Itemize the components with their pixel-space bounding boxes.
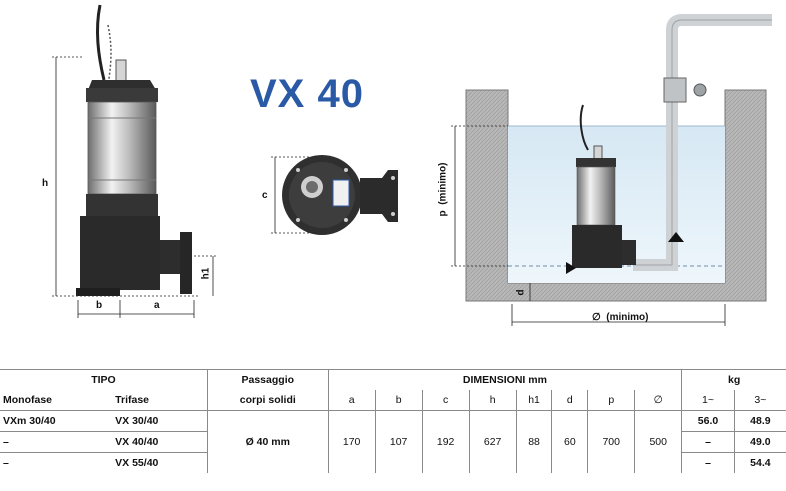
- dim-p-label: p (minimo): [437, 162, 449, 217]
- row-mono: –: [3, 436, 9, 448]
- col-h: h: [468, 390, 517, 411]
- monofase-header: Monofase: [3, 394, 53, 406]
- col-d: d: [551, 390, 588, 411]
- dim-p-value: 700: [587, 410, 635, 473]
- dim-diameter-value: 500: [634, 410, 682, 473]
- dim-d-label: d: [515, 289, 527, 296]
- dimensioni-header: DIMENSIONI mm: [327, 369, 682, 390]
- dim-b-label: b: [96, 300, 103, 311]
- col-c: c: [421, 390, 470, 411]
- installation-diagram: [451, 14, 772, 326]
- row-kg1: –: [681, 431, 735, 453]
- dim-c-value: 192: [421, 410, 470, 473]
- row-tri: VX 55/40: [115, 457, 159, 469]
- tipo-header: TIPO: [0, 369, 208, 390]
- row-tri: VX 30/40: [115, 415, 159, 427]
- row-kg3: 54.4: [733, 452, 786, 473]
- row-mono: –: [3, 457, 9, 469]
- passaggio-header-2: corpi solidi: [206, 390, 329, 411]
- row-kg1: 56.0: [681, 410, 735, 432]
- dim-h1-value: 88: [515, 410, 552, 473]
- dim-diameter-label: ∅ (minimo): [592, 312, 649, 323]
- col-b: b: [374, 390, 423, 411]
- row-mono: VXm 30/40: [3, 415, 56, 427]
- dim-a-label: a: [154, 300, 160, 311]
- passage-value: Ø 40 mm: [206, 410, 329, 473]
- dim-h-label: h: [42, 178, 49, 189]
- row-kg3: 49.0: [733, 431, 786, 453]
- dim-b-value: 107: [374, 410, 423, 473]
- passaggio-header-1: Passaggio: [206, 369, 329, 390]
- trifase-header: Trifase: [115, 394, 150, 406]
- dim-a-value: 170: [327, 410, 376, 473]
- kg-header: kg: [681, 369, 786, 390]
- pump-top-view: [271, 155, 398, 235]
- col-diameter: ∅: [634, 390, 682, 411]
- col-a: a: [327, 390, 376, 411]
- spec-table: TIPO Passaggio DIMENSIONI mm kg Monofase…: [0, 369, 786, 473]
- pump-side-view: [52, 4, 216, 318]
- table-row: – VX 55/40 – 54.4: [0, 452, 786, 473]
- dim-h1-label: h1: [200, 267, 212, 280]
- row-kg3: 48.9: [733, 410, 786, 432]
- col-p: p: [587, 390, 635, 411]
- col-phase1: 1~: [681, 390, 735, 411]
- dim-c-label: c: [262, 190, 268, 201]
- technical-drawings: [52, 4, 772, 326]
- col-phase3: 3~: [733, 390, 786, 411]
- dim-h-value: 627: [468, 410, 517, 473]
- row-kg1: –: [681, 452, 735, 473]
- row-tri: VX 40/40: [115, 436, 159, 448]
- col-h1: h1: [515, 390, 552, 411]
- product-title: VX 40: [250, 72, 364, 116]
- dim-d-value: 60: [551, 410, 588, 473]
- table-row: VXm 30/40 VX 30/40 Ø 40 mm 170 107 192 6…: [0, 410, 786, 473]
